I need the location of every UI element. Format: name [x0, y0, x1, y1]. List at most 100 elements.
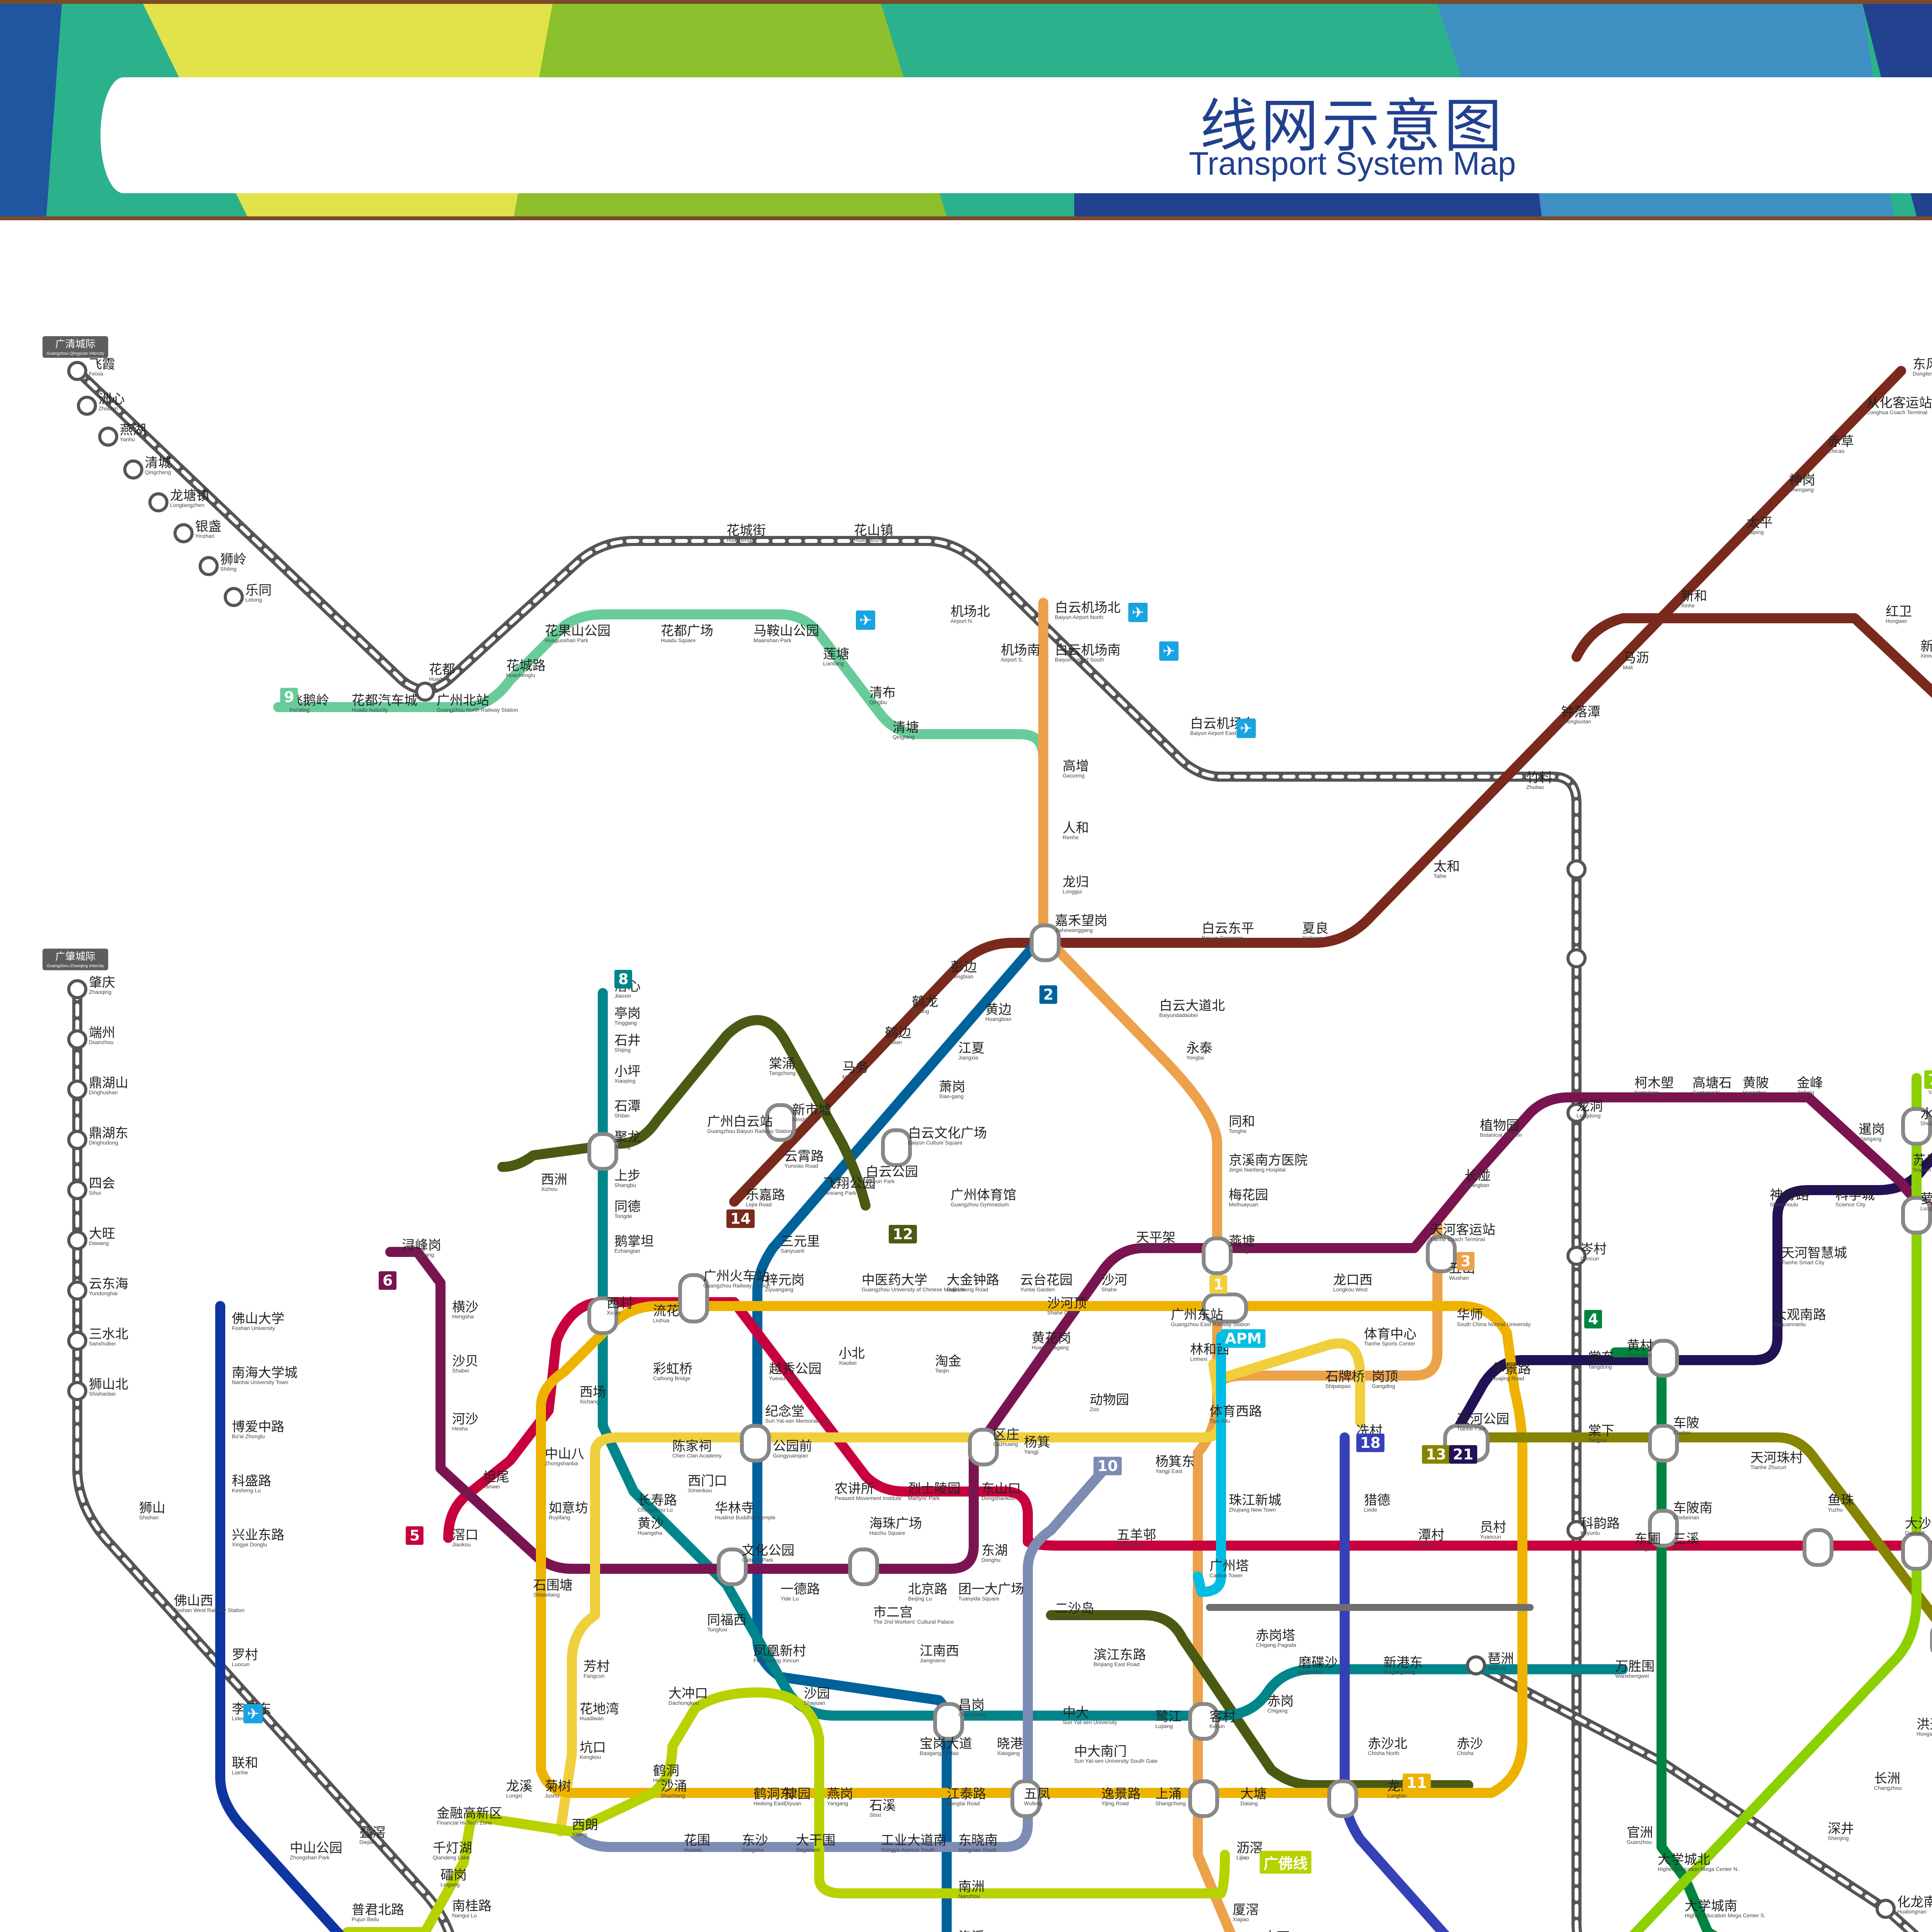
line-badge[interactable]: 7: [1924, 1070, 1932, 1089]
line-badge[interactable]: 8: [614, 970, 633, 988]
line-badge[interactable]: APM: [1221, 1329, 1266, 1348]
line-badge[interactable]: 18: [1356, 1434, 1384, 1452]
station[interactable]: 水西Shuixi: [1920, 1107, 1932, 1126]
airport-icon[interactable]: ✈: [1159, 641, 1179, 661]
station[interactable]: 东风Dongfeng: [1913, 358, 1932, 376]
airport-icon[interactable]: ✈: [1128, 603, 1148, 622]
station[interactable]: 大石Dashi: [1264, 1930, 1290, 1932]
line-badge[interactable]: 21: [1449, 1445, 1477, 1464]
line-badge[interactable]: 5: [406, 1526, 424, 1545]
station[interactable]: 新南Xinnan: [1920, 640, 1932, 658]
airport-icon[interactable]: ✈: [243, 1704, 263, 1723]
line-badge[interactable]: 9: [280, 688, 298, 706]
